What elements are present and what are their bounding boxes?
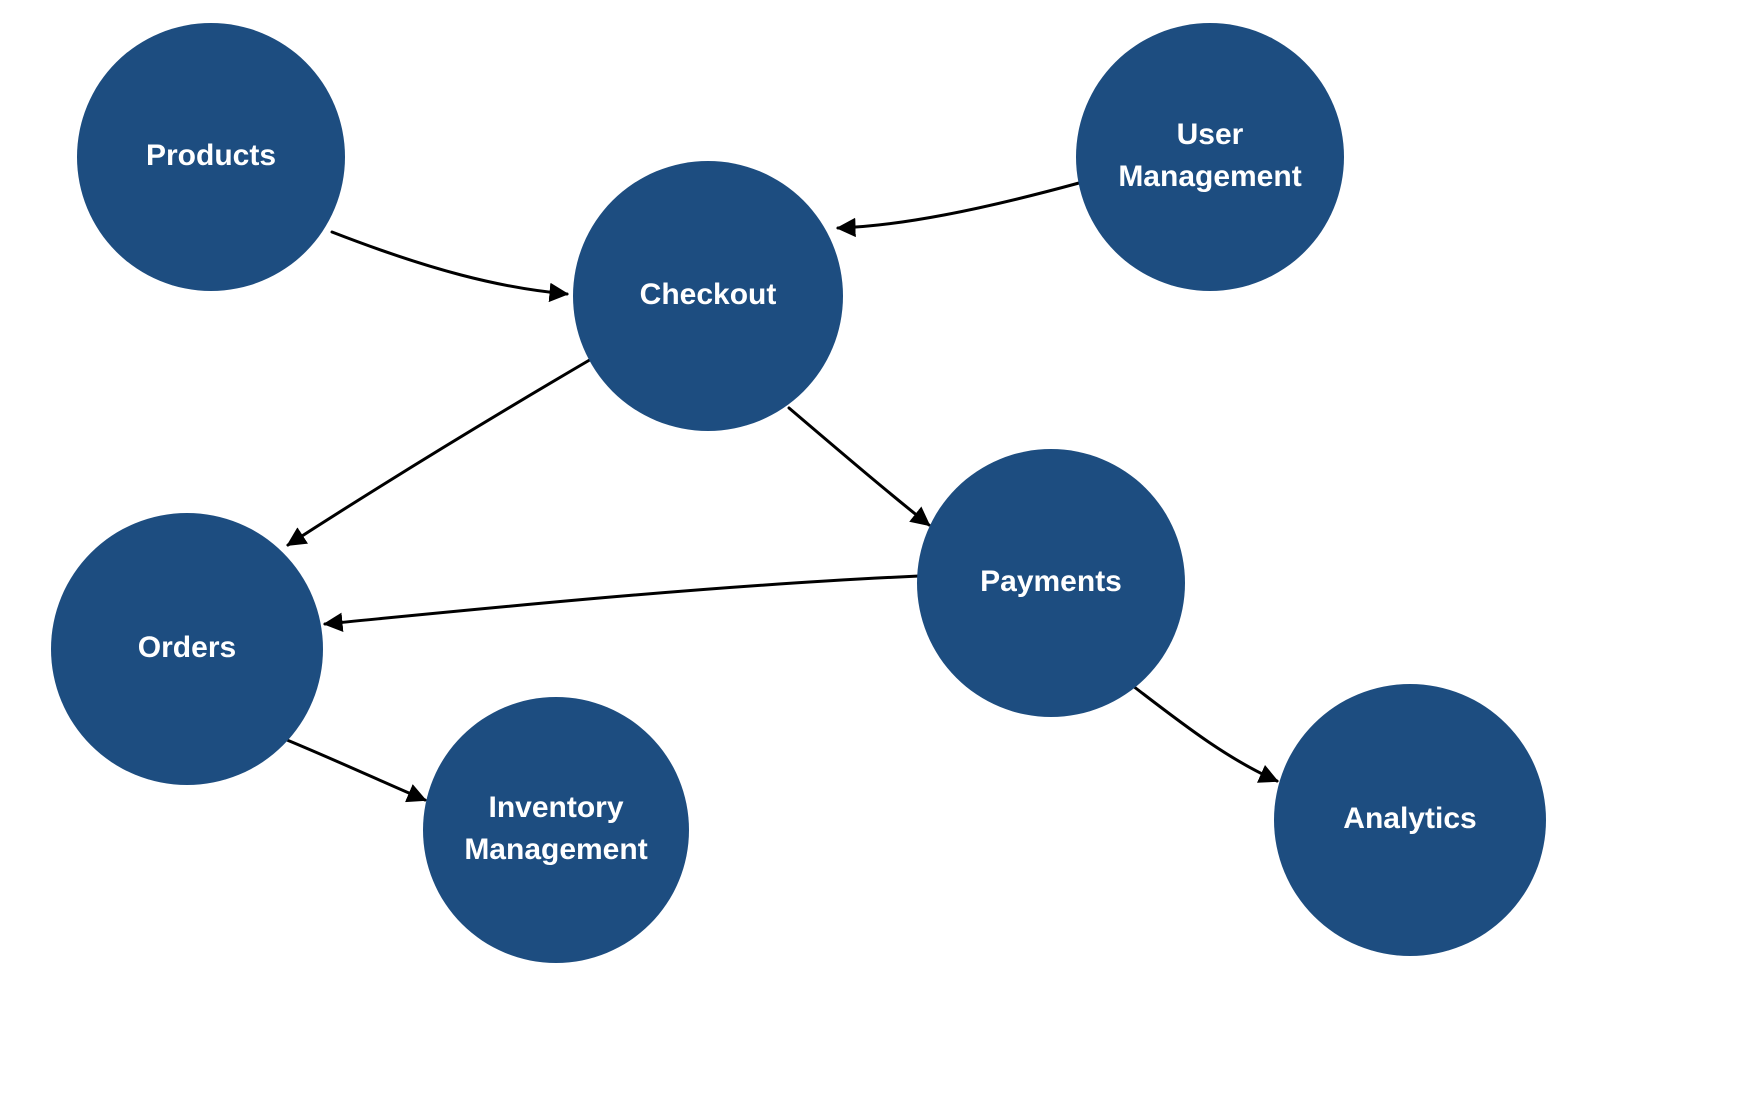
node-label-orders: Orders bbox=[138, 631, 236, 664]
edge-orders-to-inventory-management bbox=[285, 738, 427, 803]
node-circle-user-management[interactable] bbox=[1076, 23, 1344, 291]
node-analytics[interactable]: Analytics bbox=[1274, 684, 1546, 956]
node-checkout[interactable]: Checkout bbox=[573, 161, 843, 431]
node-orders[interactable]: Orders bbox=[51, 513, 323, 785]
edge-payments-to-analytics bbox=[1131, 684, 1279, 783]
node-products[interactable]: Products bbox=[77, 23, 345, 291]
edge-payments-to-orders bbox=[323, 574, 921, 633]
edge-products-to-checkout bbox=[330, 230, 569, 303]
node-circle-products[interactable] bbox=[77, 23, 345, 291]
edge-checkout-to-orders bbox=[286, 356, 595, 547]
node-circle-checkout[interactable] bbox=[573, 161, 843, 431]
node-circle-inventory-management[interactable] bbox=[423, 697, 689, 963]
node-label-analytics: Analytics bbox=[1343, 802, 1476, 835]
edges-layer bbox=[285, 181, 1279, 803]
edge-user-management-to-checkout bbox=[836, 181, 1081, 238]
node-payments[interactable]: Payments bbox=[917, 449, 1185, 717]
node-label-checkout: Checkout bbox=[640, 278, 777, 311]
node-label-payments: Payments bbox=[980, 565, 1122, 598]
node-circle-payments[interactable] bbox=[917, 449, 1185, 717]
node-label-products: Products bbox=[146, 139, 276, 172]
node-circle-analytics[interactable] bbox=[1274, 684, 1546, 956]
edge-checkout-to-payments bbox=[787, 406, 931, 527]
node-circle-orders[interactable] bbox=[51, 513, 323, 785]
